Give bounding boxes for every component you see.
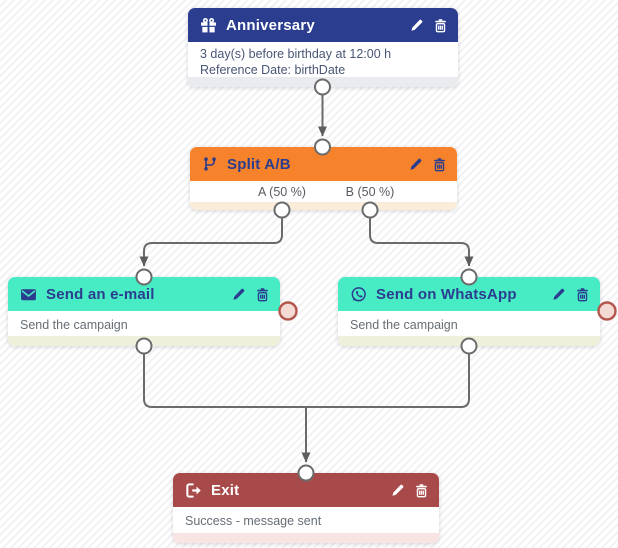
trash-icon bbox=[577, 287, 588, 301]
gift-icon bbox=[200, 17, 217, 34]
delete-button[interactable] bbox=[432, 157, 447, 172]
node-footer-strip bbox=[190, 202, 457, 210]
body-line: Success - message sent bbox=[185, 514, 322, 528]
connection-line bbox=[143, 354, 306, 408]
whatsapp-icon bbox=[350, 286, 367, 303]
branch-a-label: A (50 %) bbox=[258, 184, 306, 199]
pencil-icon bbox=[553, 288, 565, 300]
delete-button[interactable] bbox=[433, 18, 448, 33]
edit-button[interactable] bbox=[551, 287, 566, 302]
node-title: Anniversary bbox=[226, 16, 315, 34]
trash-icon bbox=[416, 483, 427, 497]
node-exit-header: Exit bbox=[173, 473, 439, 507]
node-split-header: Split A/B bbox=[190, 147, 457, 181]
pencil-icon bbox=[233, 288, 245, 300]
envelope-icon bbox=[20, 286, 37, 303]
body-line: 3 day(s) before birthday at 12:00 h bbox=[200, 47, 392, 61]
node-split-body: A (50 %) B (50 %) bbox=[190, 181, 457, 202]
node-split-ab[interactable]: Split A/B A (50 %) B (50 %) bbox=[190, 147, 457, 210]
node-send-email[interactable]: Send an e-mail Send the campaign bbox=[8, 277, 280, 346]
trash-icon bbox=[257, 287, 268, 301]
connector-dot-error[interactable] bbox=[597, 301, 617, 321]
node-title: Send an e-mail bbox=[46, 285, 155, 303]
node-footer-strip bbox=[188, 77, 458, 87]
connection-line bbox=[139, 218, 283, 267]
edit-button[interactable] bbox=[408, 157, 423, 172]
edit-button[interactable] bbox=[231, 287, 246, 302]
node-send-whatsapp[interactable]: Send on WhatsApp Send the campaign bbox=[338, 277, 600, 346]
body-line: Reference Date: birthDate bbox=[200, 63, 346, 77]
node-anniversary[interactable]: Anniversary 3 day(s) before birthday at … bbox=[188, 8, 458, 87]
trash-icon bbox=[434, 157, 445, 171]
node-exit-body: Success - message sent bbox=[173, 507, 439, 533]
pencil-icon bbox=[410, 158, 422, 170]
node-footer-strip bbox=[173, 533, 439, 543]
node-exit[interactable]: Exit Success - message sent bbox=[173, 473, 439, 543]
pencil-icon bbox=[411, 19, 423, 31]
node-title: Split A/B bbox=[227, 155, 291, 173]
branch-b-label: B (50 %) bbox=[345, 184, 395, 199]
split-branch-icon bbox=[202, 156, 218, 172]
body-line: Send the campaign bbox=[20, 318, 128, 332]
node-whatsapp-body: Send the campaign bbox=[338, 311, 600, 336]
delete-button[interactable] bbox=[575, 287, 590, 302]
node-whatsapp-header: Send on WhatsApp bbox=[338, 277, 600, 311]
node-anniversary-header: Anniversary bbox=[188, 8, 458, 42]
edit-button[interactable] bbox=[390, 483, 405, 498]
pencil-icon bbox=[392, 484, 404, 496]
node-footer-strip bbox=[8, 336, 280, 346]
node-anniversary-body: 3 day(s) before birthday at 12:00 h Refe… bbox=[188, 42, 458, 77]
delete-button[interactable] bbox=[414, 483, 429, 498]
delete-button[interactable] bbox=[255, 287, 270, 302]
connector-dot-error[interactable] bbox=[278, 301, 298, 321]
node-email-header: Send an e-mail bbox=[8, 277, 280, 311]
node-title: Exit bbox=[211, 481, 240, 499]
edit-button[interactable] bbox=[409, 18, 424, 33]
sign-out-icon bbox=[185, 482, 202, 499]
connection-line bbox=[369, 218, 474, 267]
node-email-body: Send the campaign bbox=[8, 311, 280, 336]
body-line: Send the campaign bbox=[350, 318, 458, 332]
node-title: Send on WhatsApp bbox=[376, 285, 517, 303]
trash-icon bbox=[435, 18, 446, 32]
connection-line bbox=[306, 354, 470, 408]
node-footer-strip bbox=[338, 336, 600, 346]
